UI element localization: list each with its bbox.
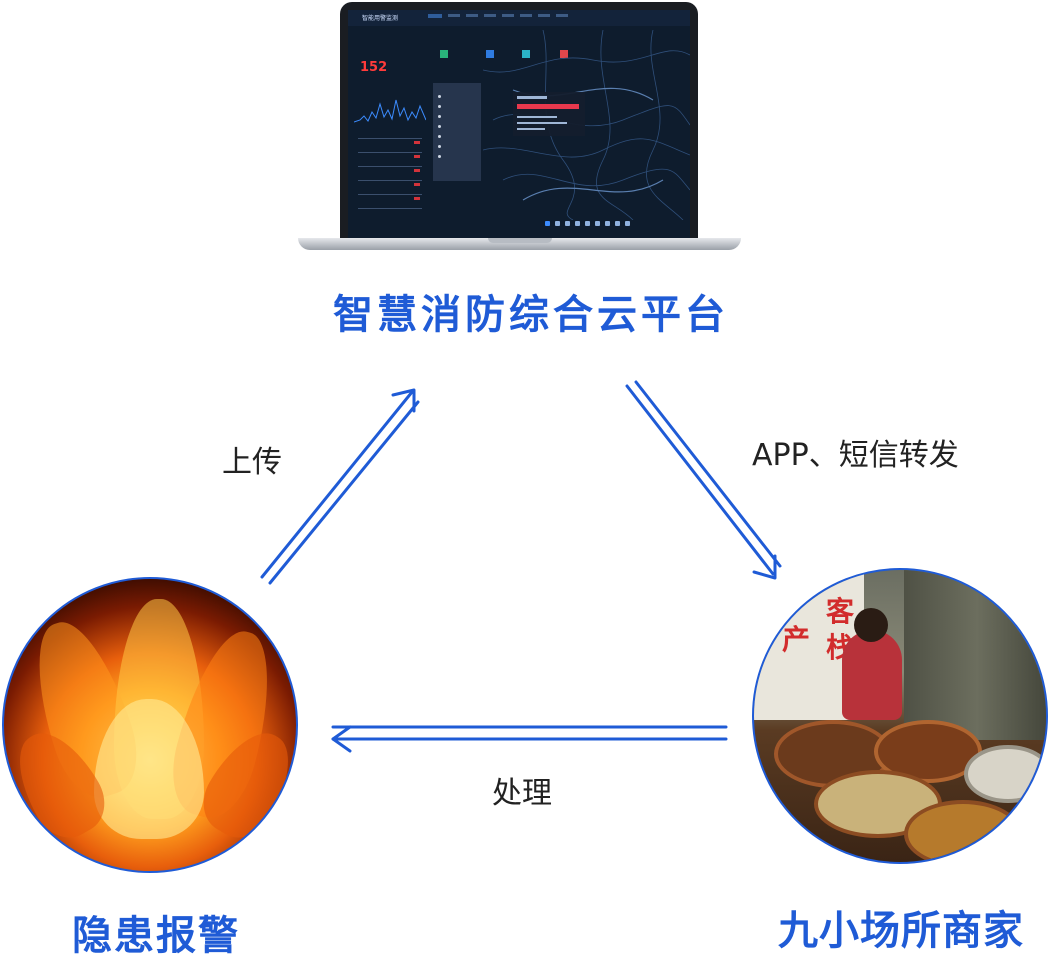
forward-arrow-line bbox=[634, 380, 782, 568]
trend-sparkline bbox=[354, 99, 426, 123]
dashboard-tab bbox=[428, 14, 442, 18]
toolbar-icon bbox=[565, 221, 570, 226]
alarm-popup-bar bbox=[517, 104, 579, 109]
shop-sign-char: 客 bbox=[826, 595, 855, 628]
dashboard-tab bbox=[556, 14, 568, 17]
panel-radio bbox=[438, 105, 441, 108]
laptop-lid: 智能用警监测 152 bbox=[340, 2, 698, 242]
merchant-shop-image: 客 栈 产 bbox=[752, 568, 1048, 864]
handle-arrow-head bbox=[331, 725, 352, 753]
upload-label: 上传 bbox=[222, 445, 282, 480]
forward-arrow-line bbox=[625, 384, 775, 576]
panel-radio bbox=[438, 125, 441, 128]
toolbar-icon bbox=[585, 221, 590, 226]
panel-radio bbox=[438, 155, 441, 158]
popup-line bbox=[517, 116, 557, 118]
alarm-flag bbox=[414, 183, 420, 186]
alarm-flag bbox=[414, 197, 420, 200]
laptop-base bbox=[298, 238, 741, 250]
kpi-icon bbox=[440, 50, 448, 58]
dashboard-tab bbox=[448, 14, 460, 17]
kpi-icon bbox=[522, 50, 530, 58]
dashboard-tab bbox=[502, 14, 514, 17]
alarm-count-stat: 152 bbox=[360, 60, 388, 75]
dashboard-screen: 智能用警监测 152 bbox=[348, 10, 690, 240]
laptop-platform-image: 智能用警监测 152 bbox=[298, 0, 741, 252]
panel-radio bbox=[438, 135, 441, 138]
toolbar-icon bbox=[545, 221, 550, 226]
toolbar-icon bbox=[575, 221, 580, 226]
alarm-list-row bbox=[358, 152, 422, 153]
popup-line bbox=[517, 122, 567, 124]
alarm-list-row bbox=[358, 180, 422, 181]
device-filter-panel bbox=[433, 83, 481, 181]
panel-radio bbox=[438, 115, 441, 118]
upload-arrow-head bbox=[391, 388, 416, 413]
alarm-popup bbox=[513, 92, 585, 136]
toolbar-icon bbox=[625, 221, 630, 226]
alarm-list-row bbox=[358, 138, 422, 139]
hazard-title: 隐患报警 bbox=[72, 913, 240, 959]
shop-sign-char: 产 bbox=[782, 623, 811, 656]
laptop-notch bbox=[488, 238, 552, 243]
pickle-jar bbox=[964, 745, 1046, 803]
alarm-flag bbox=[414, 169, 420, 172]
popup-line bbox=[517, 96, 547, 99]
toolbar-icon bbox=[595, 221, 600, 226]
upload-arrow-line bbox=[268, 400, 420, 585]
fire-hazard-image bbox=[2, 577, 298, 873]
panel-radio bbox=[438, 145, 441, 148]
dashboard-tab bbox=[484, 14, 496, 17]
merchant-title: 九小场所商家 bbox=[778, 908, 1024, 954]
vendor-figure bbox=[842, 630, 902, 720]
forward-label: APP、短信转发 bbox=[752, 438, 959, 473]
dashboard-tab bbox=[466, 14, 478, 17]
alarm-flag bbox=[414, 141, 420, 144]
wooden-wall bbox=[904, 570, 1046, 740]
vendor-head bbox=[854, 608, 888, 642]
kpi-icon bbox=[486, 50, 494, 58]
toolbar-icon bbox=[605, 221, 610, 226]
toolbar-icon bbox=[555, 221, 560, 226]
flame-shape bbox=[94, 699, 204, 839]
kpi-icon bbox=[560, 50, 568, 58]
dashboard-tab bbox=[520, 14, 532, 17]
toolbar-icon bbox=[615, 221, 620, 226]
handle-label: 处理 bbox=[492, 776, 552, 811]
alarm-list-row bbox=[358, 208, 422, 209]
panel-radio bbox=[438, 95, 441, 98]
alarm-flag bbox=[414, 155, 420, 158]
alarm-list-row bbox=[358, 166, 422, 167]
alarm-list-row bbox=[358, 194, 422, 195]
pickle-jar bbox=[904, 800, 1022, 862]
upload-arrow-line bbox=[260, 390, 414, 579]
platform-title: 智慧消防综合云平台 bbox=[333, 292, 729, 338]
popup-line bbox=[517, 128, 545, 130]
dashboard-tab bbox=[538, 14, 550, 17]
dashboard-brand: 智能用警监测 bbox=[362, 15, 399, 22]
